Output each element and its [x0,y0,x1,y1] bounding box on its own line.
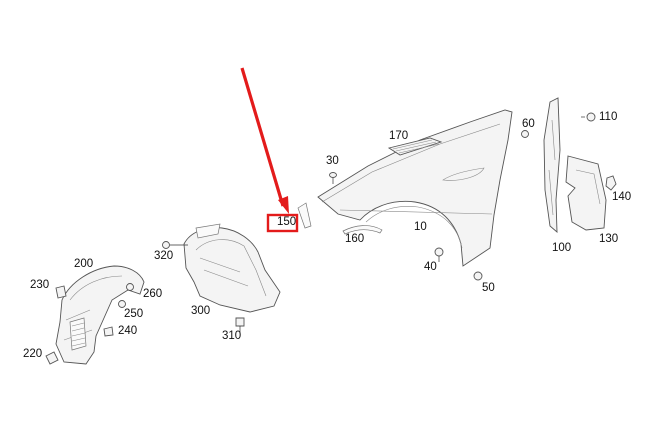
label-100: 100 [552,242,572,254]
trim-piece-150 [297,202,312,229]
fastener-40 [434,247,444,262]
label-150: 150 [277,216,297,228]
fastener-50 [473,271,483,281]
fastener-220 [45,351,59,365]
arch-trim-part [342,225,383,235]
label-30: 30 [326,155,339,167]
label-40: 40 [424,261,437,273]
label-310: 310 [222,330,242,342]
label-300: 300 [191,305,211,317]
label-240: 240 [118,325,138,337]
highlight-box [266,213,299,233]
label-200: 200 [74,258,94,270]
highlight-arrow-head [278,196,289,214]
label-130: 130 [599,233,619,245]
label-10: 10 [414,221,427,233]
label-260: 260 [143,288,163,300]
fastener-30 [329,172,337,184]
fastener-310 [235,317,245,333]
fender-part [317,109,513,267]
fastener-260 [126,283,134,291]
label-140: 140 [612,191,632,203]
label-50: 50 [482,282,495,294]
fastener-60 [521,130,529,138]
fastener-140 [605,175,617,191]
label-170: 170 [389,130,409,142]
fastener-320 [162,241,188,249]
bracket-part [543,97,561,234]
fastener-110 [581,112,596,122]
label-320: 320 [154,250,174,262]
highlight-arrow [240,67,285,207]
fastener-250 [118,300,126,308]
label-250: 250 [124,308,144,320]
fastener-240 [103,326,114,337]
label-230: 230 [30,279,50,291]
label-220: 220 [23,348,43,360]
panel-part [565,155,607,231]
label-60: 60 [522,118,535,130]
label-160: 160 [345,233,365,245]
label-110: 110 [599,111,618,123]
front-liner-grille [69,317,87,351]
fastener-230 [55,285,67,299]
wheel-liner-part [183,227,281,313]
